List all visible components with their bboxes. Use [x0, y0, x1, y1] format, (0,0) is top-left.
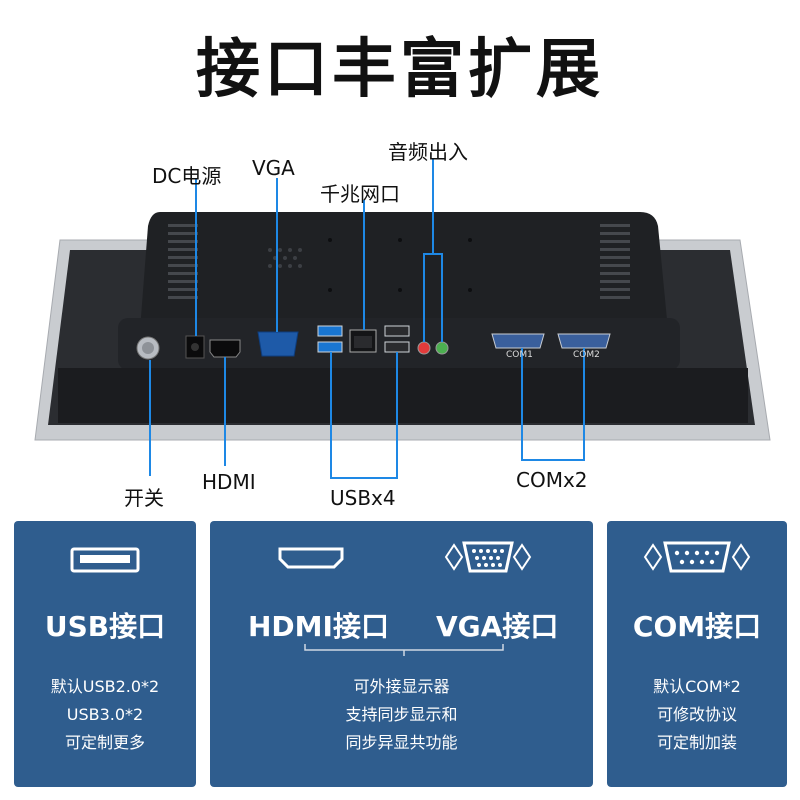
display-card: HDMI接口 VGA接口 可外接显示器 支持同步显示和 同步异显共功能 [210, 521, 593, 787]
com-card-line: 默认COM*2 [653, 677, 741, 696]
label-dc-power: DC电源 [152, 164, 222, 188]
audio-mic-port [417, 341, 431, 355]
com1-port [491, 333, 545, 349]
hdmi-port [209, 339, 241, 358]
product-rear-panel-diagram [34, 158, 771, 479]
usb-card-line: USB3.0*2 [66, 705, 144, 724]
vga-port [257, 331, 299, 357]
com-card-line: 可定制加装 [656, 733, 737, 752]
page-title: 接口丰富扩展 [196, 33, 604, 107]
usb-port-icon [70, 547, 140, 573]
display-card-line: 同步异显共功能 [345, 733, 458, 752]
label-com: COMx2 [516, 468, 588, 492]
label-com2: COM2 [573, 350, 600, 360]
com-card: COM接口 默认COM*2 可修改协议 可定制加装 [607, 521, 787, 787]
usb-card-lines: 默认USB2.0*2 USB3.0*2 可定制更多 [14, 673, 196, 757]
com-card-title: COM接口 [632, 610, 762, 643]
usb-card-line: 默认USB2.0*2 [50, 677, 160, 696]
hdmi-card-title: HDMI接口 [248, 610, 389, 643]
vga-port-icon [444, 541, 532, 573]
label-switch: 开关 [124, 486, 164, 510]
usb-card: USB接口 默认USB2.0*2 USB3.0*2 可定制更多 [14, 521, 196, 787]
display-card-line: 可外接显示器 [353, 677, 450, 696]
label-hdmi: HDMI [202, 470, 256, 494]
label-vga: VGA [252, 156, 295, 180]
vga-card-title: VGA接口 [436, 610, 559, 643]
display-card-lines: 可外接显示器 支持同步显示和 同步异显共功能 [210, 673, 593, 757]
com2-port [557, 333, 611, 349]
audio-line-port [435, 341, 449, 355]
display-card-line: 支持同步显示和 [345, 705, 458, 724]
bracket-divider [304, 644, 504, 656]
usb-card-title: USB接口 [44, 610, 166, 643]
callout-lines [149, 158, 585, 479]
rear-housing [140, 212, 668, 330]
label-audio: 音频出入 [388, 140, 468, 164]
label-com1: COM1 [506, 350, 533, 360]
hdmi-port-icon [278, 547, 344, 569]
com-card-line: 可修改协议 [656, 705, 737, 724]
label-usb: USBx4 [330, 486, 396, 510]
com-card-lines: 默认COM*2 可修改协议 可定制加装 [607, 673, 787, 757]
com-port-icon [643, 541, 751, 573]
usb-card-line: 可定制更多 [64, 733, 145, 752]
label-gigabit-lan: 千兆网口 [320, 182, 400, 206]
